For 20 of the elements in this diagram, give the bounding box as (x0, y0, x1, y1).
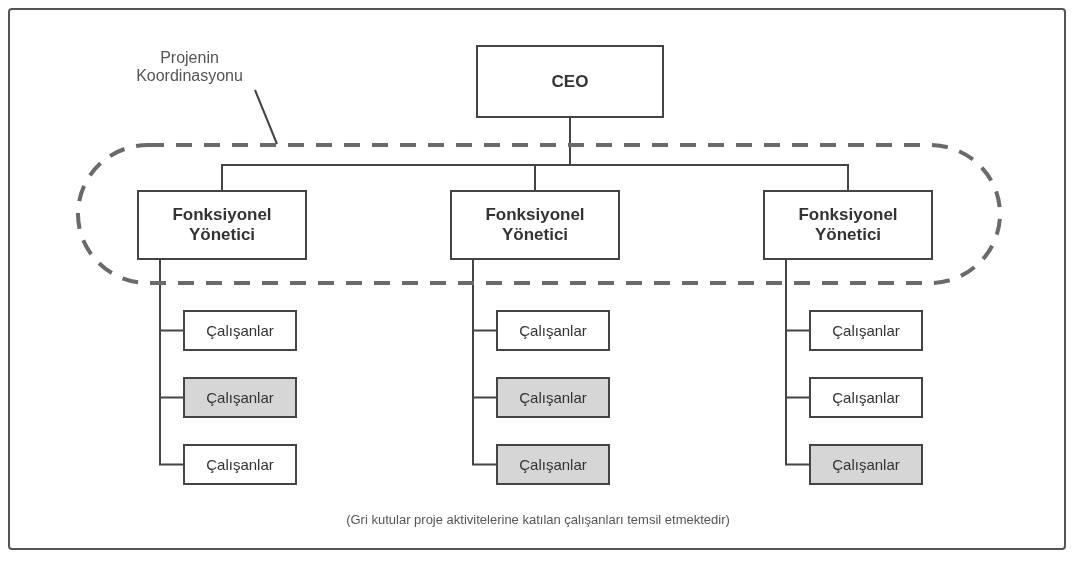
employee-box: Çalışanlar (183, 444, 297, 485)
callout-text: Projenin Koordinasyonu (135, 49, 244, 85)
caption: (Gri kutular proje aktivitelerine katılan çalışanları temsil etmektedir) (345, 512, 731, 527)
connector-line (569, 117, 849, 191)
connector-line (785, 259, 810, 466)
connector-line (159, 259, 184, 466)
employee-box: Çalışanlar (809, 310, 923, 351)
org-box: CEO (476, 45, 664, 118)
employee-box: Çalışanlar (809, 377, 923, 418)
employee-box: Çalışanlar (496, 310, 610, 351)
highlighted-employee-box: Çalışanlar (183, 377, 297, 418)
employee-box: Çalışanlar (183, 310, 297, 351)
leader-line (254, 89, 278, 145)
highlighted-employee-box: Çalışanlar (496, 444, 610, 485)
org-box: Fonksiyonel Yönetici (137, 190, 307, 260)
org-box: Fonksiyonel Yönetici (450, 190, 620, 260)
org-box: Fonksiyonel Yönetici (763, 190, 933, 260)
connector-line (472, 259, 497, 466)
highlighted-employee-box: Çalışanlar (496, 377, 610, 418)
highlighted-employee-box: Çalışanlar (809, 444, 923, 485)
